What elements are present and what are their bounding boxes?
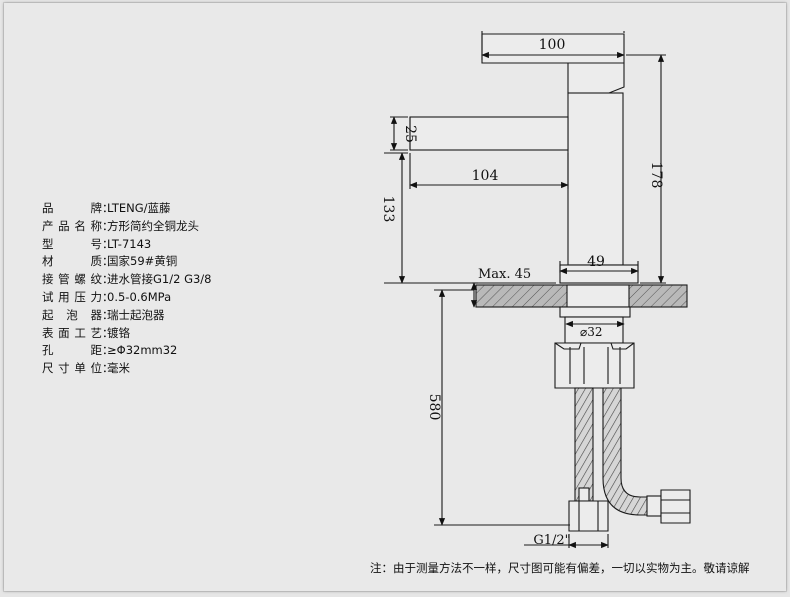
spec-row: 接管螺纹：进水管接G1/2 G3/8 [42, 271, 212, 289]
spec-label: 起 泡 器 [42, 307, 102, 322]
dim-label-133: 133 [380, 196, 396, 223]
dim-label-100: 100 [539, 37, 566, 53]
spec-label: 产品名称 [42, 218, 102, 233]
dim-label-shank-diameter: ⌀32 [580, 325, 603, 339]
shank [559, 306, 631, 318]
spec-value: LT-7143 [107, 236, 152, 251]
dim-label-580: 580 [426, 394, 442, 421]
hose-left [574, 387, 594, 502]
dim-label-g12: G1/2" [533, 533, 570, 548]
spec-value: 毫米 [107, 361, 130, 376]
dim-label-104: 104 [472, 168, 499, 184]
footnote: 注：由于测量方法不一样，尺寸图可能有偏差，一切以实物为主。敬请谅解 [370, 561, 750, 575]
spec-value: LTENG/蓝藤 [107, 201, 171, 215]
spec-value: ≥Φ32mm32 [107, 343, 178, 358]
spec-value: 瑞士起泡器 [107, 307, 165, 322]
dim-label-49: 49 [587, 254, 605, 270]
spec-value: 0.5-0.6MPa [107, 289, 172, 304]
faucet-body [567, 92, 624, 266]
shank-through-deck [566, 284, 630, 308]
spec-row: 孔 距：≥Φ32mm32 [42, 342, 212, 360]
spec-row: 起 泡 器：瑞士起泡器 [42, 307, 212, 325]
spec-label: 表面工艺 [42, 325, 102, 340]
dim-label-178: 178 [648, 162, 664, 189]
spec-row: 尺寸单位：毫米 [42, 360, 212, 378]
fitting-left-nut [568, 500, 609, 532]
spout [409, 116, 569, 151]
spec-label: 接管螺纹 [42, 272, 102, 287]
spec-value: 国家59#黄铜 [107, 254, 178, 269]
spec-row: 表面工艺：镀铬 [42, 325, 212, 343]
fitting-left-collar [578, 487, 590, 502]
fitting-right-collar [646, 495, 662, 517]
spec-label: 材 质 [42, 254, 102, 269]
spec-row: 材 质：国家59#黄铜 [42, 253, 212, 271]
spec-label: 试用压力 [42, 289, 102, 304]
mounting-nut [554, 342, 635, 389]
spec-row: 试用压力：0.5-0.6MPa [42, 289, 212, 307]
spec-label: 尺寸单位 [42, 361, 102, 376]
spec-row: 型 号：LT-7143 [42, 236, 212, 254]
dim-label-25: 25 [402, 125, 418, 143]
spec-label: 孔 距 [42, 343, 102, 358]
spec-value: 方形简约全铜龙头 [107, 218, 199, 233]
spec-value: 镀铬 [107, 325, 130, 340]
spec-row: 品 牌：LTENG/蓝藤 [42, 200, 212, 218]
spec-label: 品 牌 [42, 201, 102, 215]
dim-label-max45: Max. 45 [478, 267, 531, 282]
spec-label: 型 号 [42, 236, 102, 251]
spec-value: 进水管接G1/2 G3/8 [107, 272, 212, 287]
fitting-right-nut [660, 489, 691, 524]
spec-row: 产品名称：方形简约全铜龙头 [42, 218, 212, 236]
faucet-technical-drawing: 100 178 25 104 133 49 Max. 45 ⌀32 580 G1… [380, 31, 691, 549]
